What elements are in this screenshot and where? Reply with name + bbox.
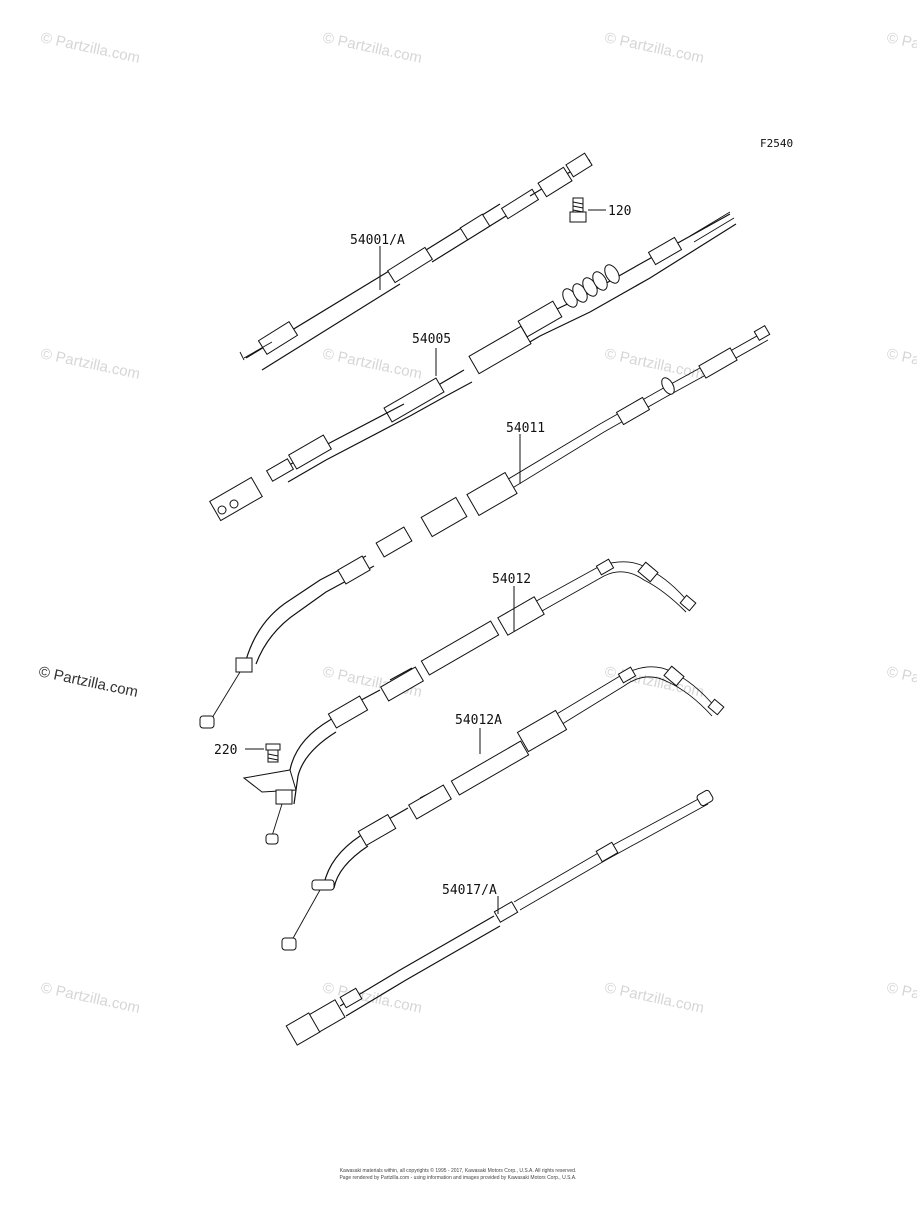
watermark: © Partzilla.com (885, 29, 917, 67)
figure-code: F2540 (760, 137, 793, 150)
watermark-grid: © Partzilla.com © Partzilla.com © Partzi… (39, 29, 917, 1017)
watermark: © Partzilla.com (603, 345, 705, 383)
watermark: © Partzilla.com (885, 663, 917, 701)
callout-54011: 54011 (506, 421, 545, 436)
watermark: © Partzilla.com (39, 345, 141, 383)
bolt-120 (569, 197, 587, 223)
callout-54012A: 54012A (455, 713, 502, 728)
watermark: © Partzilla.com (885, 345, 917, 383)
cable-54017A (285, 789, 714, 1046)
watermark: © Partzilla.com (321, 29, 423, 67)
watermark: © Partzilla.com (39, 979, 141, 1017)
callout-54017A: 54017/A (442, 883, 497, 898)
boot-bellows (562, 264, 620, 308)
cable-54012A (281, 665, 725, 951)
copyright-line-1: Kawasaki materials within, all copyright… (340, 1167, 577, 1174)
watermark: © Partzilla.com (603, 979, 705, 1017)
watermark: © Partzilla.com (39, 29, 141, 67)
watermark: © Partzilla.com (603, 29, 705, 67)
callout-54012: 54012 (492, 572, 531, 587)
cable-54001A (239, 152, 593, 371)
screw-220 (265, 743, 281, 763)
callout-120: 120 (608, 204, 631, 219)
callout-54005: 54005 (412, 332, 451, 347)
cable-54011 (199, 324, 771, 729)
watermark: © Partzilla.com (885, 979, 917, 1017)
callout-54001A: 54001/A (350, 233, 405, 248)
cable-54005 (209, 211, 737, 522)
watermark: © Partzilla.com (321, 345, 423, 383)
watermark-main: © Partzilla.com (37, 663, 139, 701)
cable-54012 (242, 558, 697, 845)
copyright-line-2: Page rendered by Partzilla.com - using i… (339, 1175, 576, 1181)
callout-220: 220 (214, 743, 237, 758)
